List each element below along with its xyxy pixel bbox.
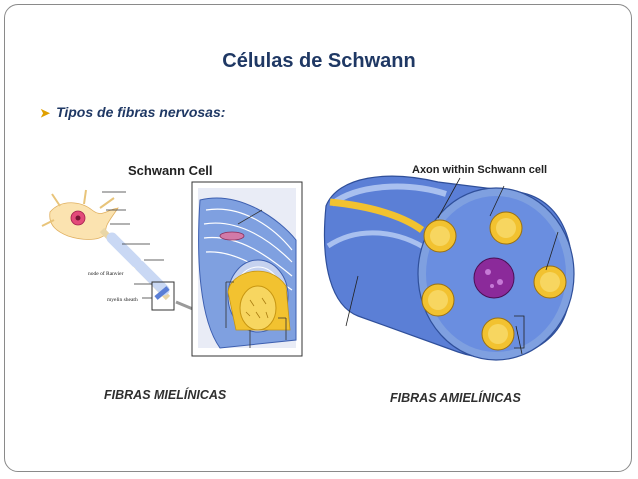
schwann-cell-heading: Schwann Cell: [128, 163, 213, 178]
fibras-mielinicas-caption: FIBRAS MIELÍNICAS: [104, 388, 226, 402]
unmyelinated-fiber-illustration: [318, 166, 580, 366]
bullet-text: Tipos de fibras nervosas:: [56, 104, 225, 120]
myelinated-fiber-illustration: [40, 180, 310, 360]
slide-title: Células de Schwann: [0, 50, 638, 73]
bullet-arrow-icon: ➤: [40, 106, 50, 120]
node-of-ranvier-label: node of Ranvier: [88, 271, 123, 277]
bullet-item: ➤ Tipos de fibras nervosas:: [40, 104, 225, 120]
myelin-sheath-label: myelin sheath: [107, 297, 138, 303]
fibras-amielinicas-caption: FIBRAS AMIELÍNICAS: [390, 391, 521, 405]
